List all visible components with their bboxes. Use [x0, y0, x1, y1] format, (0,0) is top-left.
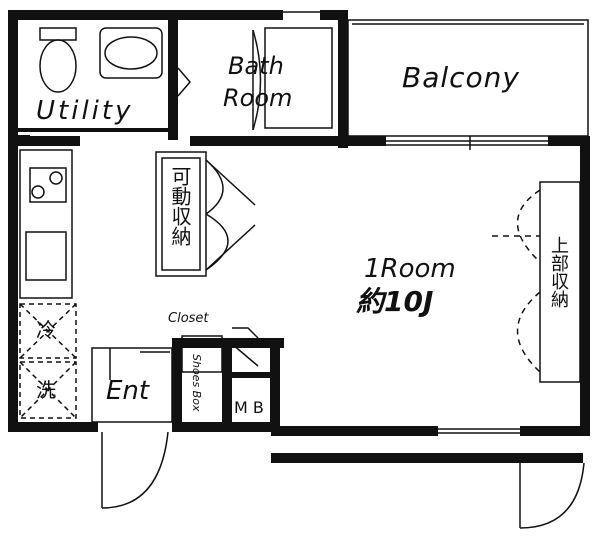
balcony-label: Balcony: [402, 61, 520, 94]
upper-storage-label: 上部収納: [548, 236, 569, 308]
closet-label: Closet: [168, 311, 209, 326]
shoes-box-label: Shoes Box: [190, 354, 203, 412]
washer-label: 洗: [36, 378, 56, 402]
movable-storage-label: 可動収納: [168, 166, 192, 246]
bath-label: Bath: [228, 52, 284, 80]
meter-box-label: M B: [234, 398, 264, 417]
walls: [8, 10, 590, 463]
bath-room-label: Room: [223, 84, 293, 112]
fridge-label: 冷: [36, 318, 56, 342]
main-room-size: 約10J: [356, 285, 434, 318]
main-room-label: 1Room: [364, 254, 456, 284]
utility-label: Utility: [36, 96, 134, 126]
thin-lines: [19, 11, 589, 529]
entrance-label: Ent: [106, 376, 150, 406]
